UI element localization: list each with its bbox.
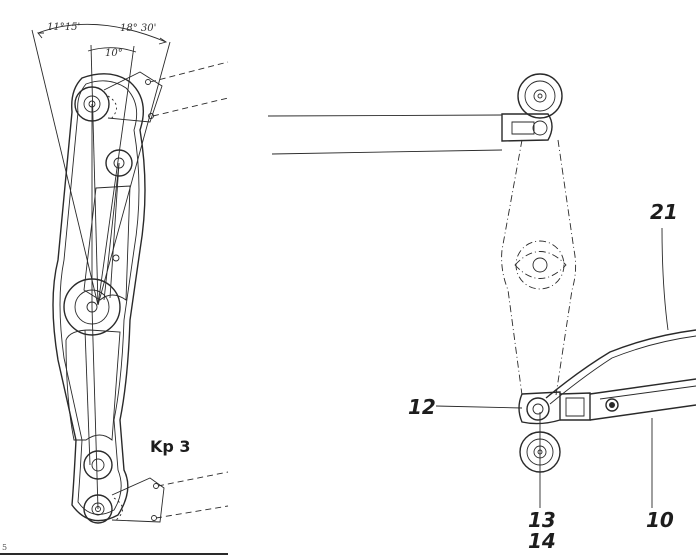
callout-12: 12 bbox=[408, 395, 436, 419]
page-mark: 5 bbox=[2, 543, 7, 552]
right-linkage-drawing: 21 12 13 14 10 bbox=[267, 73, 696, 553]
lever-dashdot bbox=[501, 139, 577, 396]
callout-13: 13 bbox=[528, 508, 556, 532]
upper-rod bbox=[267, 113, 553, 155]
cable bbox=[545, 329, 696, 405]
callout-10: 10 bbox=[646, 508, 674, 532]
lower-bracket bbox=[111, 471, 229, 523]
linkage-lines bbox=[84, 104, 120, 510]
upper-bracket bbox=[103, 61, 229, 123]
callout-21: 21 bbox=[650, 200, 678, 224]
left-lever-drawing: 11°15' 18° 30' 10° bbox=[0, 22, 229, 555]
upper-pivot bbox=[517, 73, 563, 119]
part-label: Kp 3 bbox=[150, 437, 191, 456]
angle-label-inner: 10° bbox=[105, 48, 123, 59]
callout-14: 14 bbox=[528, 529, 556, 553]
angle-dimension-lines bbox=[31, 23, 171, 306]
angle-label-outer-right: 18° 30' bbox=[120, 23, 156, 34]
lower-rod bbox=[518, 378, 696, 425]
angle-label-outer-left: 11°15' bbox=[47, 22, 80, 33]
leader-lines bbox=[435, 227, 669, 508]
